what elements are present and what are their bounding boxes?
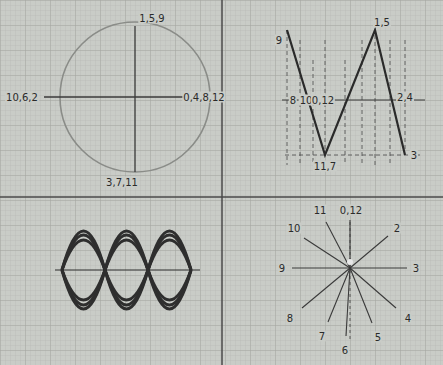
axis-label: 4 (404, 313, 412, 324)
axis-label: 10 (287, 223, 302, 234)
axis-label: 3,7,11 (105, 177, 139, 188)
axis-label: 1,5,9 (138, 13, 165, 24)
axis-label: 9 (278, 263, 286, 274)
divider (221, 0, 223, 365)
axis-label: 10,6,2 (5, 92, 39, 103)
radial-figure (292, 220, 407, 340)
axis-label: 0,12 (339, 205, 363, 216)
axis-label: 7 (318, 331, 326, 342)
axis-label: 0,4,8,12 (182, 92, 225, 103)
axis-label: 6 (341, 345, 349, 356)
axis-label: 9 (275, 35, 283, 46)
axis-label: 0,12 (311, 95, 335, 106)
axis-label: 8 (286, 313, 294, 324)
axis-label: 5 (374, 332, 382, 343)
axis-label: 3 (412, 263, 420, 274)
axis-label: 3 (410, 150, 418, 161)
zigzag-figure (282, 30, 425, 165)
axis-label: 8 (289, 95, 297, 106)
axis-label: 1,5 (373, 17, 391, 28)
divider (0, 196, 443, 198)
axis-label: 2 (393, 223, 401, 234)
axis-label: 11,7 (313, 161, 337, 172)
axis-label: 11 (313, 205, 328, 216)
axis-label: 2,4 (396, 92, 414, 103)
wave-figure (55, 231, 200, 309)
